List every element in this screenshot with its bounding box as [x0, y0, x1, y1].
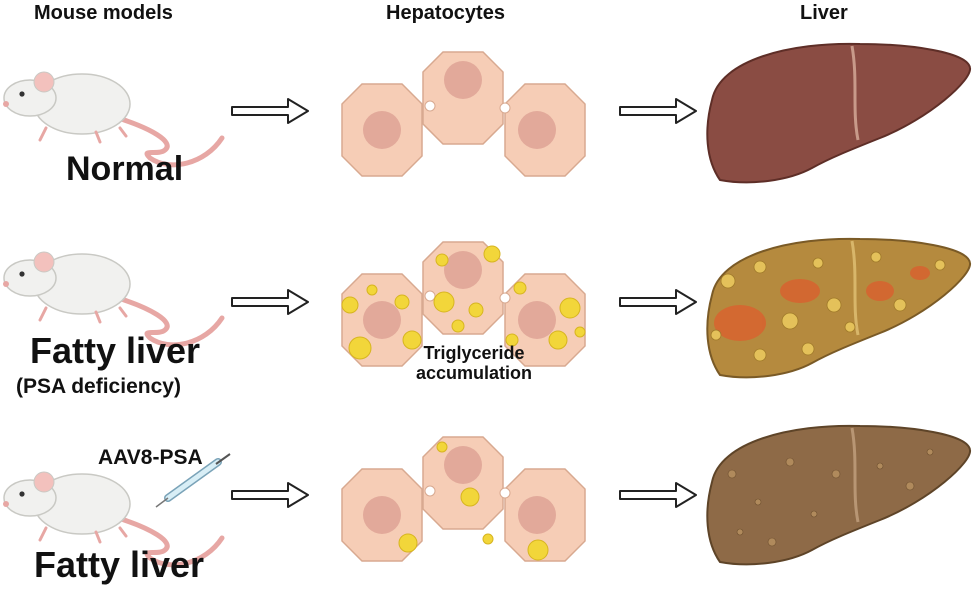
arrow-icon: [619, 482, 697, 508]
hepatocytes-lipid-laden: [342, 242, 585, 366]
row-2-condition: Fatty liver: [30, 330, 201, 371]
hepatocytes-normal: [342, 52, 585, 176]
liver-treated: [706, 424, 972, 566]
arrow-icon: [231, 289, 309, 315]
injection-label: AAV8-PSA: [98, 446, 203, 469]
syringe-icon: [155, 453, 231, 508]
header-mouse-models: Mouse models: [34, 2, 173, 24]
arrow-icon: [619, 289, 697, 315]
arrow-icon: [231, 482, 309, 508]
row-2-subtitle: (PSA deficiency): [16, 375, 181, 398]
header-hepatocytes: Hepatocytes: [386, 2, 505, 24]
arrow-icon: [619, 98, 697, 124]
cell-annotation: Triglyceride accumulation: [415, 343, 533, 383]
arrow-icon: [231, 98, 309, 124]
row-3-condition: Fatty liver: [34, 544, 205, 585]
liver-fatty: [706, 237, 972, 379]
header-liver: Liver: [800, 2, 848, 24]
hepatocytes-reduced-lipid: [342, 437, 585, 561]
liver-normal: [706, 42, 972, 184]
row-1-condition: Normal: [66, 150, 184, 188]
